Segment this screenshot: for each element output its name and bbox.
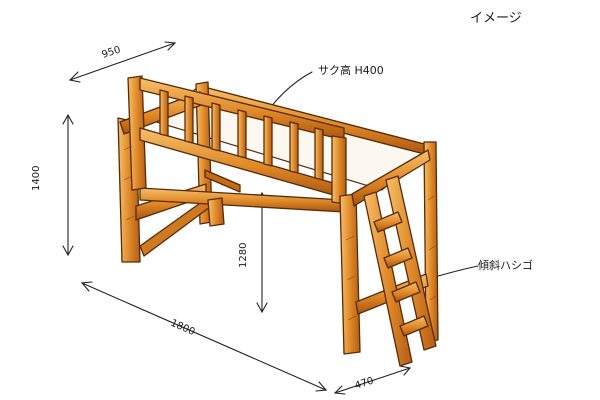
guard-slat [184,95,194,144]
width-label: 950 [101,44,123,60]
height-label: 1400 [31,166,42,191]
loft-bed-drawing [117,75,439,367]
guard-slat [159,89,169,137]
front-right-post [339,193,361,355]
center-support-post [207,197,225,227]
ladder-left-stile [363,191,413,367]
ladder-note: 傾斜ハシゴ [478,258,533,272]
length-dimension: 1800 [80,281,328,392]
guard-slats [159,89,324,181]
back-brace [204,169,241,193]
guard-slat [237,109,247,159]
ladder-rung [373,211,403,233]
guard-right-post [331,135,347,205]
ladder-rung [399,315,429,337]
guard-slat [211,102,221,152]
guard-slat [314,127,324,181]
width-dimension: 950 [68,41,177,83]
guard-slat [289,121,299,174]
inner-height-label: 1280 [238,243,249,268]
guard-slat [263,115,273,167]
length-label: 1800 [169,318,197,338]
guard-left-post [127,75,147,191]
ladder-rung [383,247,413,269]
ladder-rung [391,281,421,303]
hatch-marks [123,145,437,321]
rail-height-note: サク高 H400 [318,63,384,77]
depth-label: 470 [354,375,376,391]
depth-dimension: 470 [333,365,412,395]
height-dimension: 1400 [31,113,74,257]
title-text: イメージ [470,11,522,26]
inner-height-dimension: 1280 [238,191,268,314]
ladder [363,175,437,367]
